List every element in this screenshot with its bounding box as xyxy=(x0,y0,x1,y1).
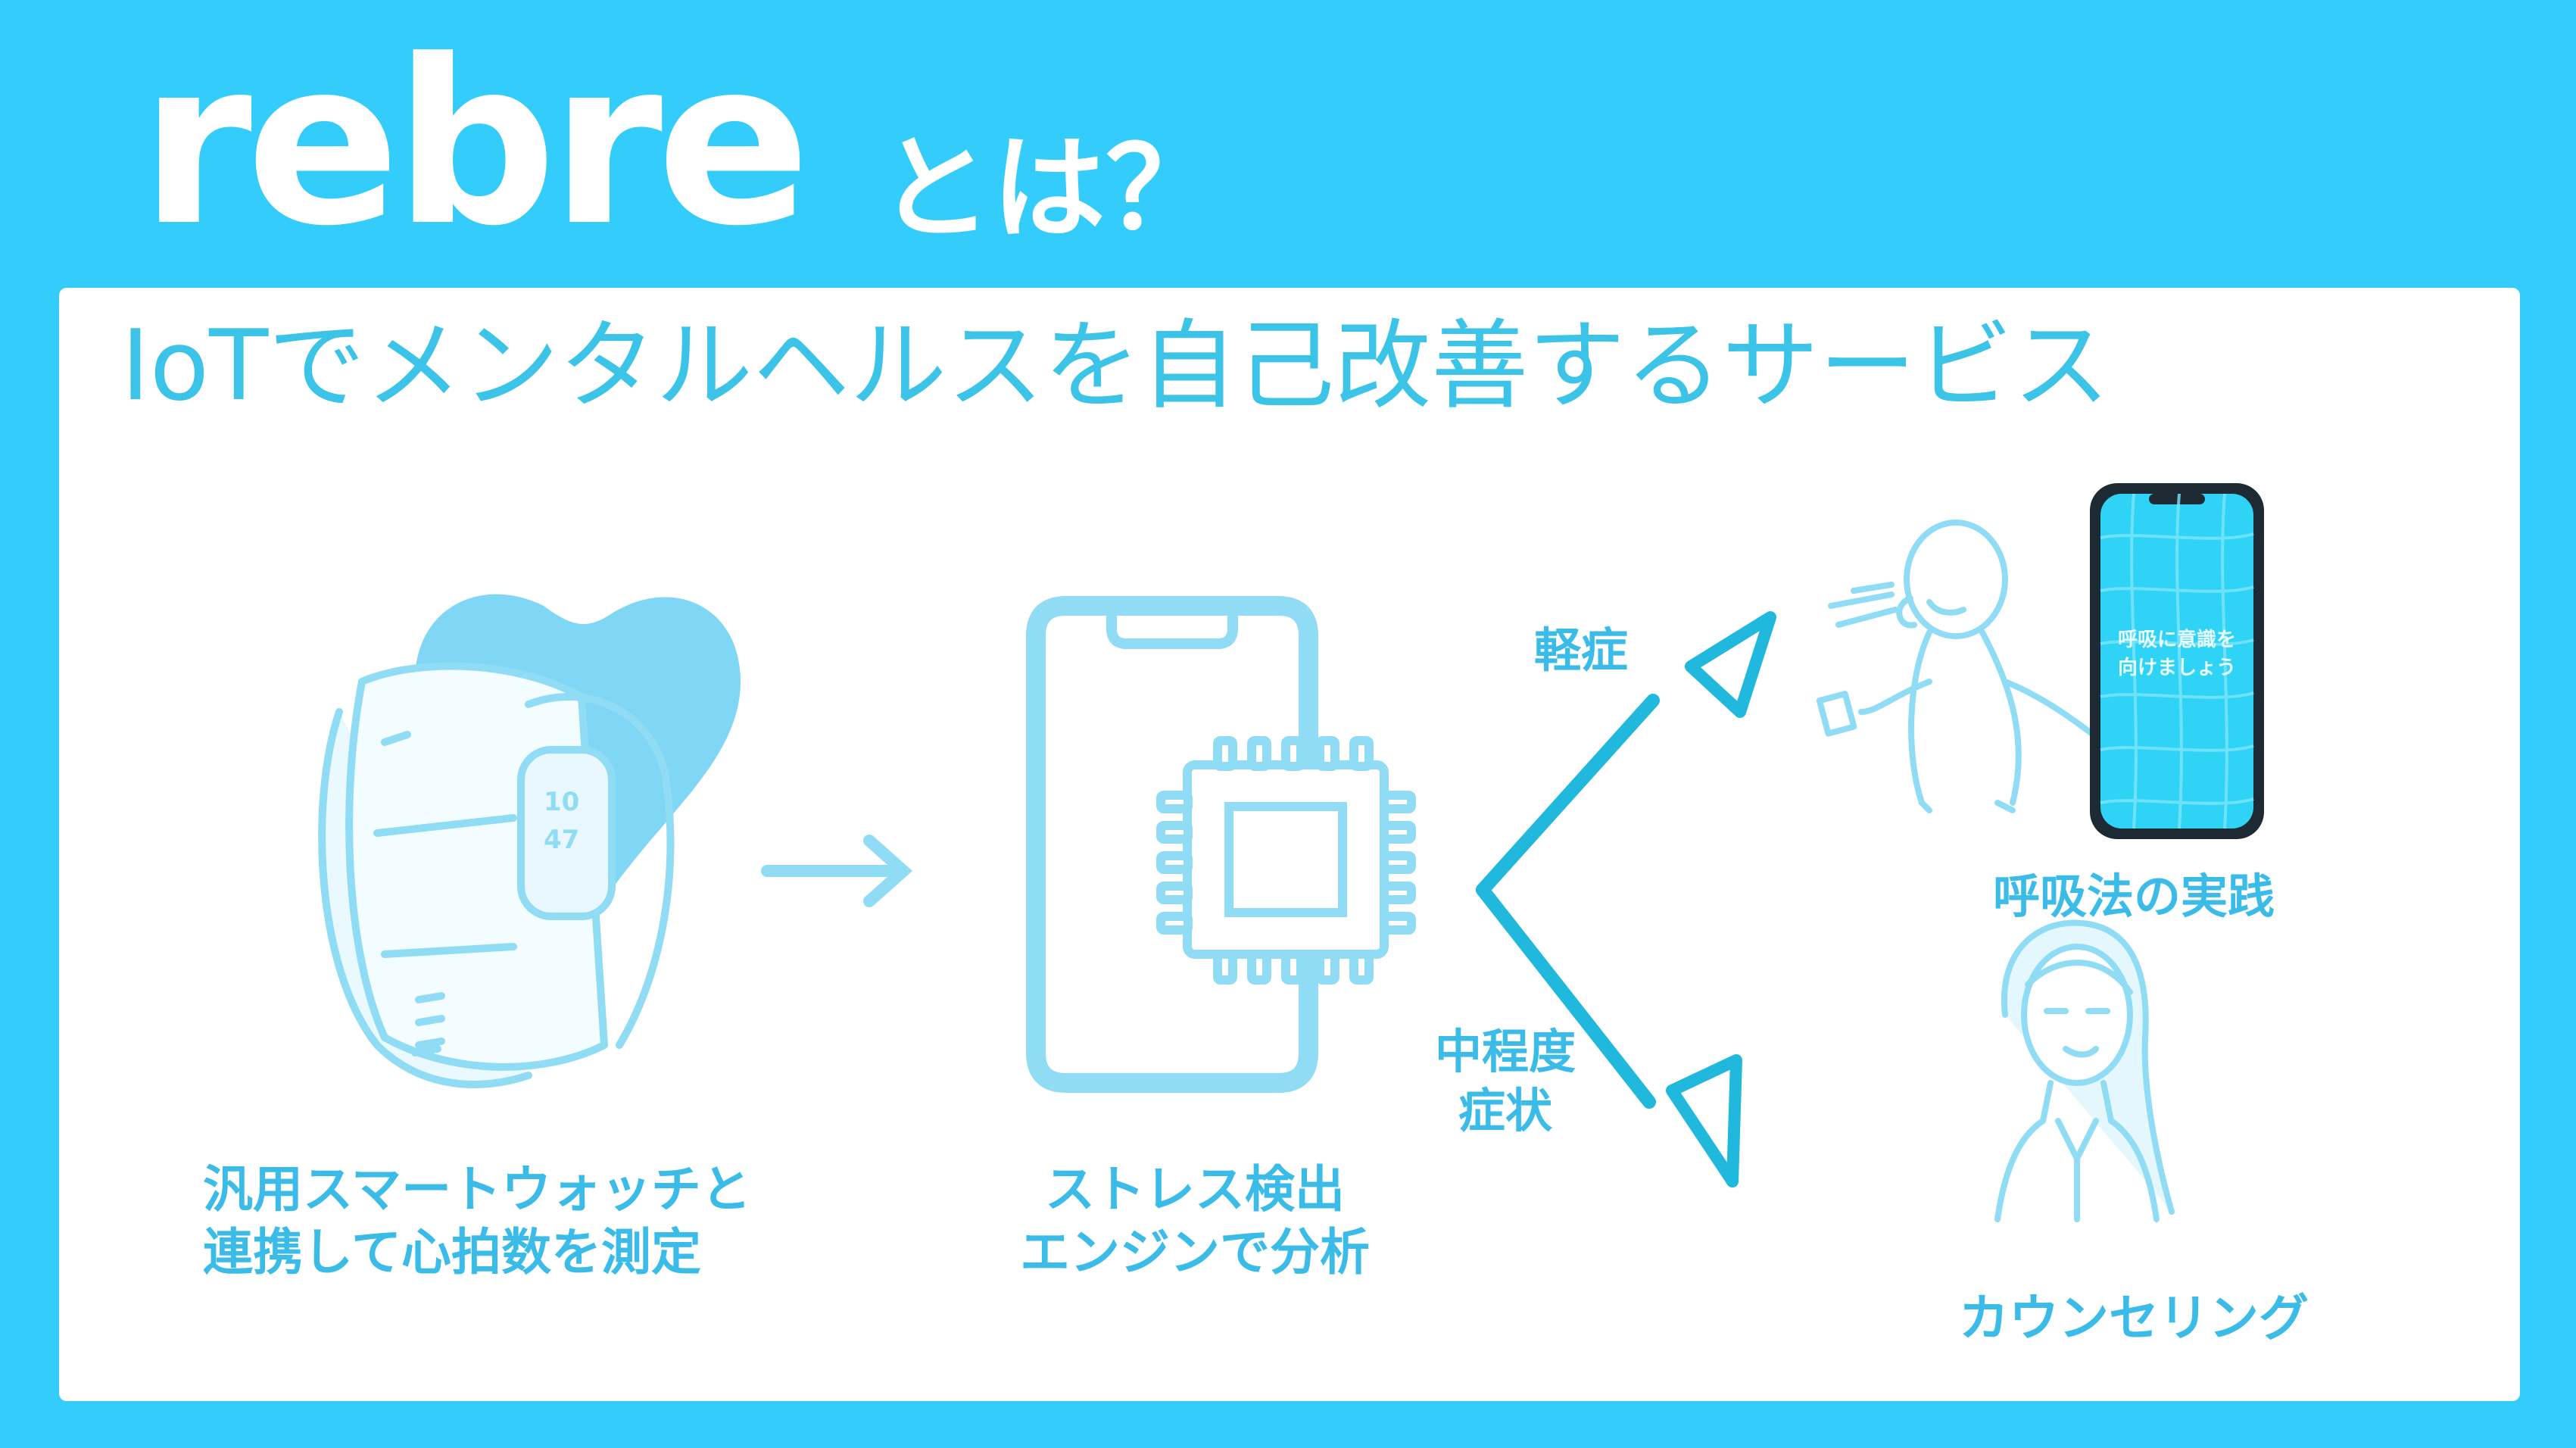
watch-minute: 47 xyxy=(544,825,579,855)
chip-icon xyxy=(1156,736,1416,985)
breathing-person-icon xyxy=(1816,520,2107,813)
engine-step-label: ストレス検出 エンジンで分析 xyxy=(998,1159,1392,1284)
watch-step-line1: 汎用スマートウォッチと xyxy=(203,1160,752,1219)
arrow-down-line xyxy=(1476,883,1656,1109)
smartwatch-icon xyxy=(318,662,675,1088)
engine-step-line1: ストレス検出 xyxy=(1045,1160,1345,1219)
moderate-line1: 中程度 xyxy=(1434,1024,1576,1079)
rebre-logo: rebre xyxy=(140,11,811,276)
breathing-app-phone-icon: 呼吸に意識を 向けましょう xyxy=(2090,483,2264,839)
mild-label: 軽症 xyxy=(1533,623,1628,678)
engine-phone-icon xyxy=(1026,596,1318,1093)
moderate-line2: 症状 xyxy=(1458,1082,1552,1138)
phone-screen-line2: 向けましょう xyxy=(2118,656,2236,679)
title-suffix: とは？ xyxy=(878,123,1220,255)
phone-screen-line1: 呼吸に意識を xyxy=(2118,628,2236,651)
moderate-label: 中程度 症状 xyxy=(1377,1022,1634,1140)
watch-step-line2: 連携して心拍数を測定 xyxy=(203,1222,702,1281)
arrow-down-head-icon xyxy=(1666,1054,1742,1187)
watch-step-label: 汎用スマートウォッチと 連携して心拍数を測定 xyxy=(203,1159,752,1284)
breathing-label: 呼吸法の実践 xyxy=(1992,869,2275,924)
page-subtitle: IoTでメンタルヘルスを自己改善するサービス xyxy=(121,310,2110,423)
header: rebre とは？ xyxy=(0,0,2576,288)
watch-hour: 10 xyxy=(544,787,579,817)
diagram-art: 10 47 xyxy=(318,483,2264,1222)
branch-arrows xyxy=(1476,694,1660,1109)
arrow-up-line xyxy=(1476,694,1660,897)
counseling-label: カウンセリング xyxy=(1959,1289,2309,1347)
content-panel: IoTでメンタルヘルスを自己改善するサービス 10 47 xyxy=(59,288,2520,1401)
engine-step-line2: エンジンで分析 xyxy=(1020,1222,1370,1281)
counselor-icon xyxy=(1994,919,2175,1222)
arrow-up-head-icon xyxy=(1685,611,1776,718)
arrow-right-icon xyxy=(761,835,913,907)
